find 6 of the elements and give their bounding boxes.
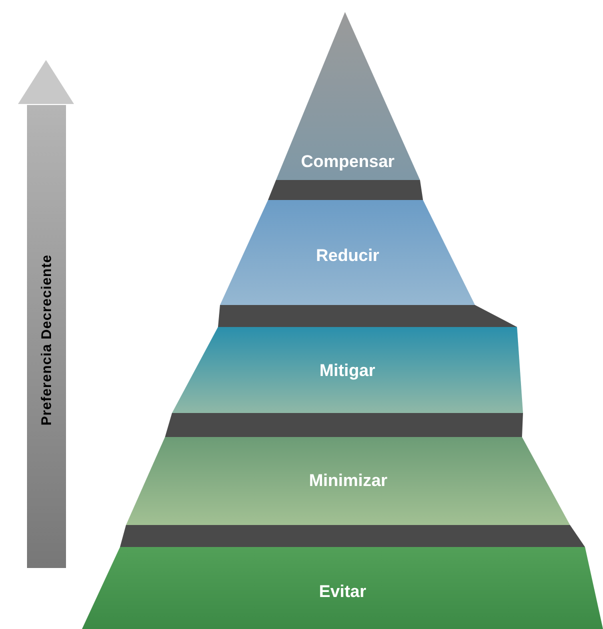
level-label: Compensar bbox=[301, 152, 395, 172]
level-label: Mitigar bbox=[320, 361, 376, 381]
level-label: Minimizar bbox=[309, 471, 388, 491]
level-label: Evitar bbox=[319, 582, 366, 602]
level-label: Reducir bbox=[316, 246, 380, 266]
axis-label: Preferencia Decreciente bbox=[38, 254, 54, 426]
